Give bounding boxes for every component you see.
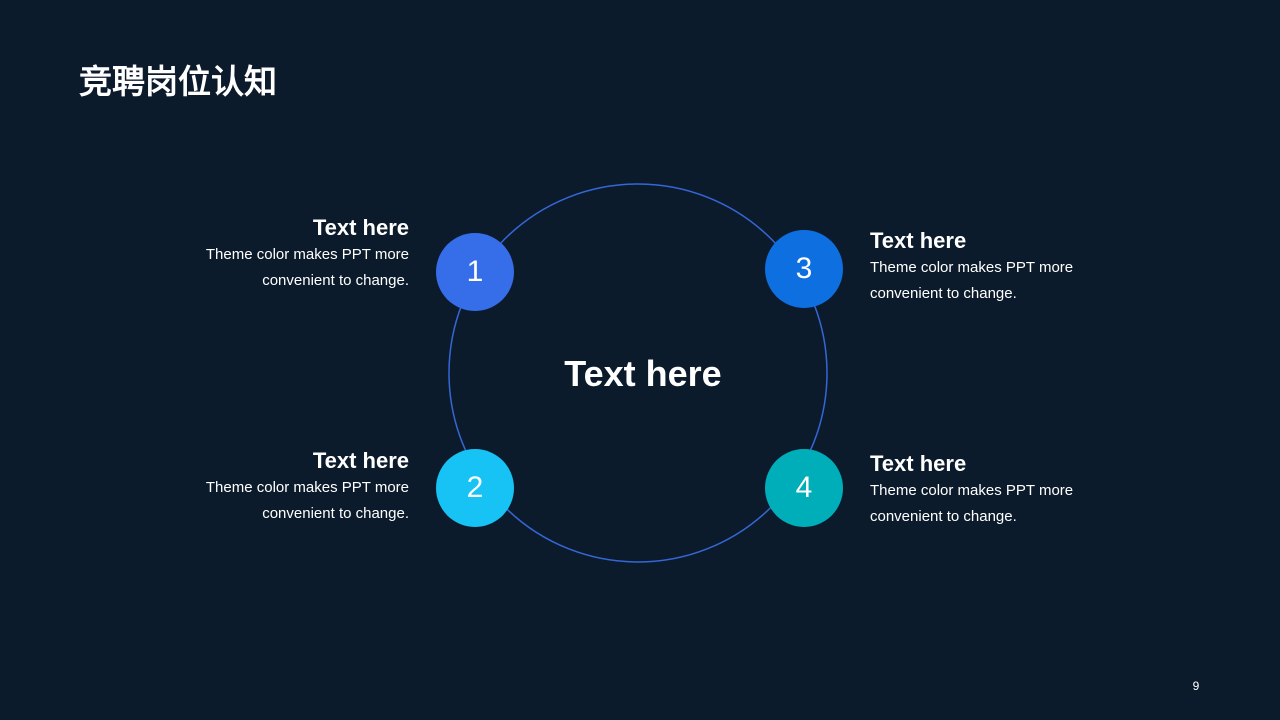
- step-2-number: 2: [466, 471, 484, 504]
- step-3-circle: 3: [765, 230, 843, 308]
- step-2-text: Text here Theme color makes PPT more con…: [169, 448, 409, 526]
- page-number: 9: [1192, 679, 1200, 693]
- center-label: Text here: [564, 353, 722, 394]
- step-4-number: 4: [795, 471, 813, 504]
- step-4-description: Theme color makes PPT more convenient to…: [870, 478, 1110, 529]
- step-4-title: Text here: [870, 451, 967, 476]
- step-1-circle: 1: [436, 233, 514, 311]
- ring-circle: [448, 183, 828, 563]
- step-1-number: 1: [466, 255, 484, 288]
- step-3-description: Theme color makes PPT more convenient to…: [870, 255, 1110, 306]
- step-3-description-line-2: convenient to change.: [870, 284, 1017, 302]
- step-2-description-line-2: convenient to change.: [262, 504, 409, 522]
- step-2-description-line-1: Theme color makes PPT more: [205, 479, 409, 496]
- step-1-description: Theme color makes PPT more convenient to…: [169, 242, 409, 293]
- step-3-description-line-1: Theme color makes PPT more: [870, 259, 1074, 276]
- step-4-description-line-2: convenient to change.: [870, 507, 1017, 525]
- step-1-text: Text here Theme color makes PPT more con…: [169, 215, 409, 293]
- step-4-text: Text here Theme color makes PPT more con…: [870, 451, 1110, 529]
- step-4-circle: 4: [765, 449, 843, 527]
- page-title: 竞聘岗位认知: [79, 62, 277, 101]
- step-2-title: Text here: [312, 448, 409, 473]
- step-2-circle: 2: [436, 449, 514, 527]
- step-3-title: Text here: [870, 228, 967, 253]
- step-1-description-line-1: Theme color makes PPT more: [205, 246, 409, 263]
- step-1-title: Text here: [312, 215, 409, 240]
- step-3-text: Text here Theme color makes PPT more con…: [870, 228, 1110, 306]
- step-1-description-line-2: convenient to change.: [262, 271, 409, 289]
- step-2-description: Theme color makes PPT more convenient to…: [169, 475, 409, 526]
- step-3-number: 3: [795, 252, 813, 285]
- step-4-description-line-1: Theme color makes PPT more: [870, 482, 1074, 499]
